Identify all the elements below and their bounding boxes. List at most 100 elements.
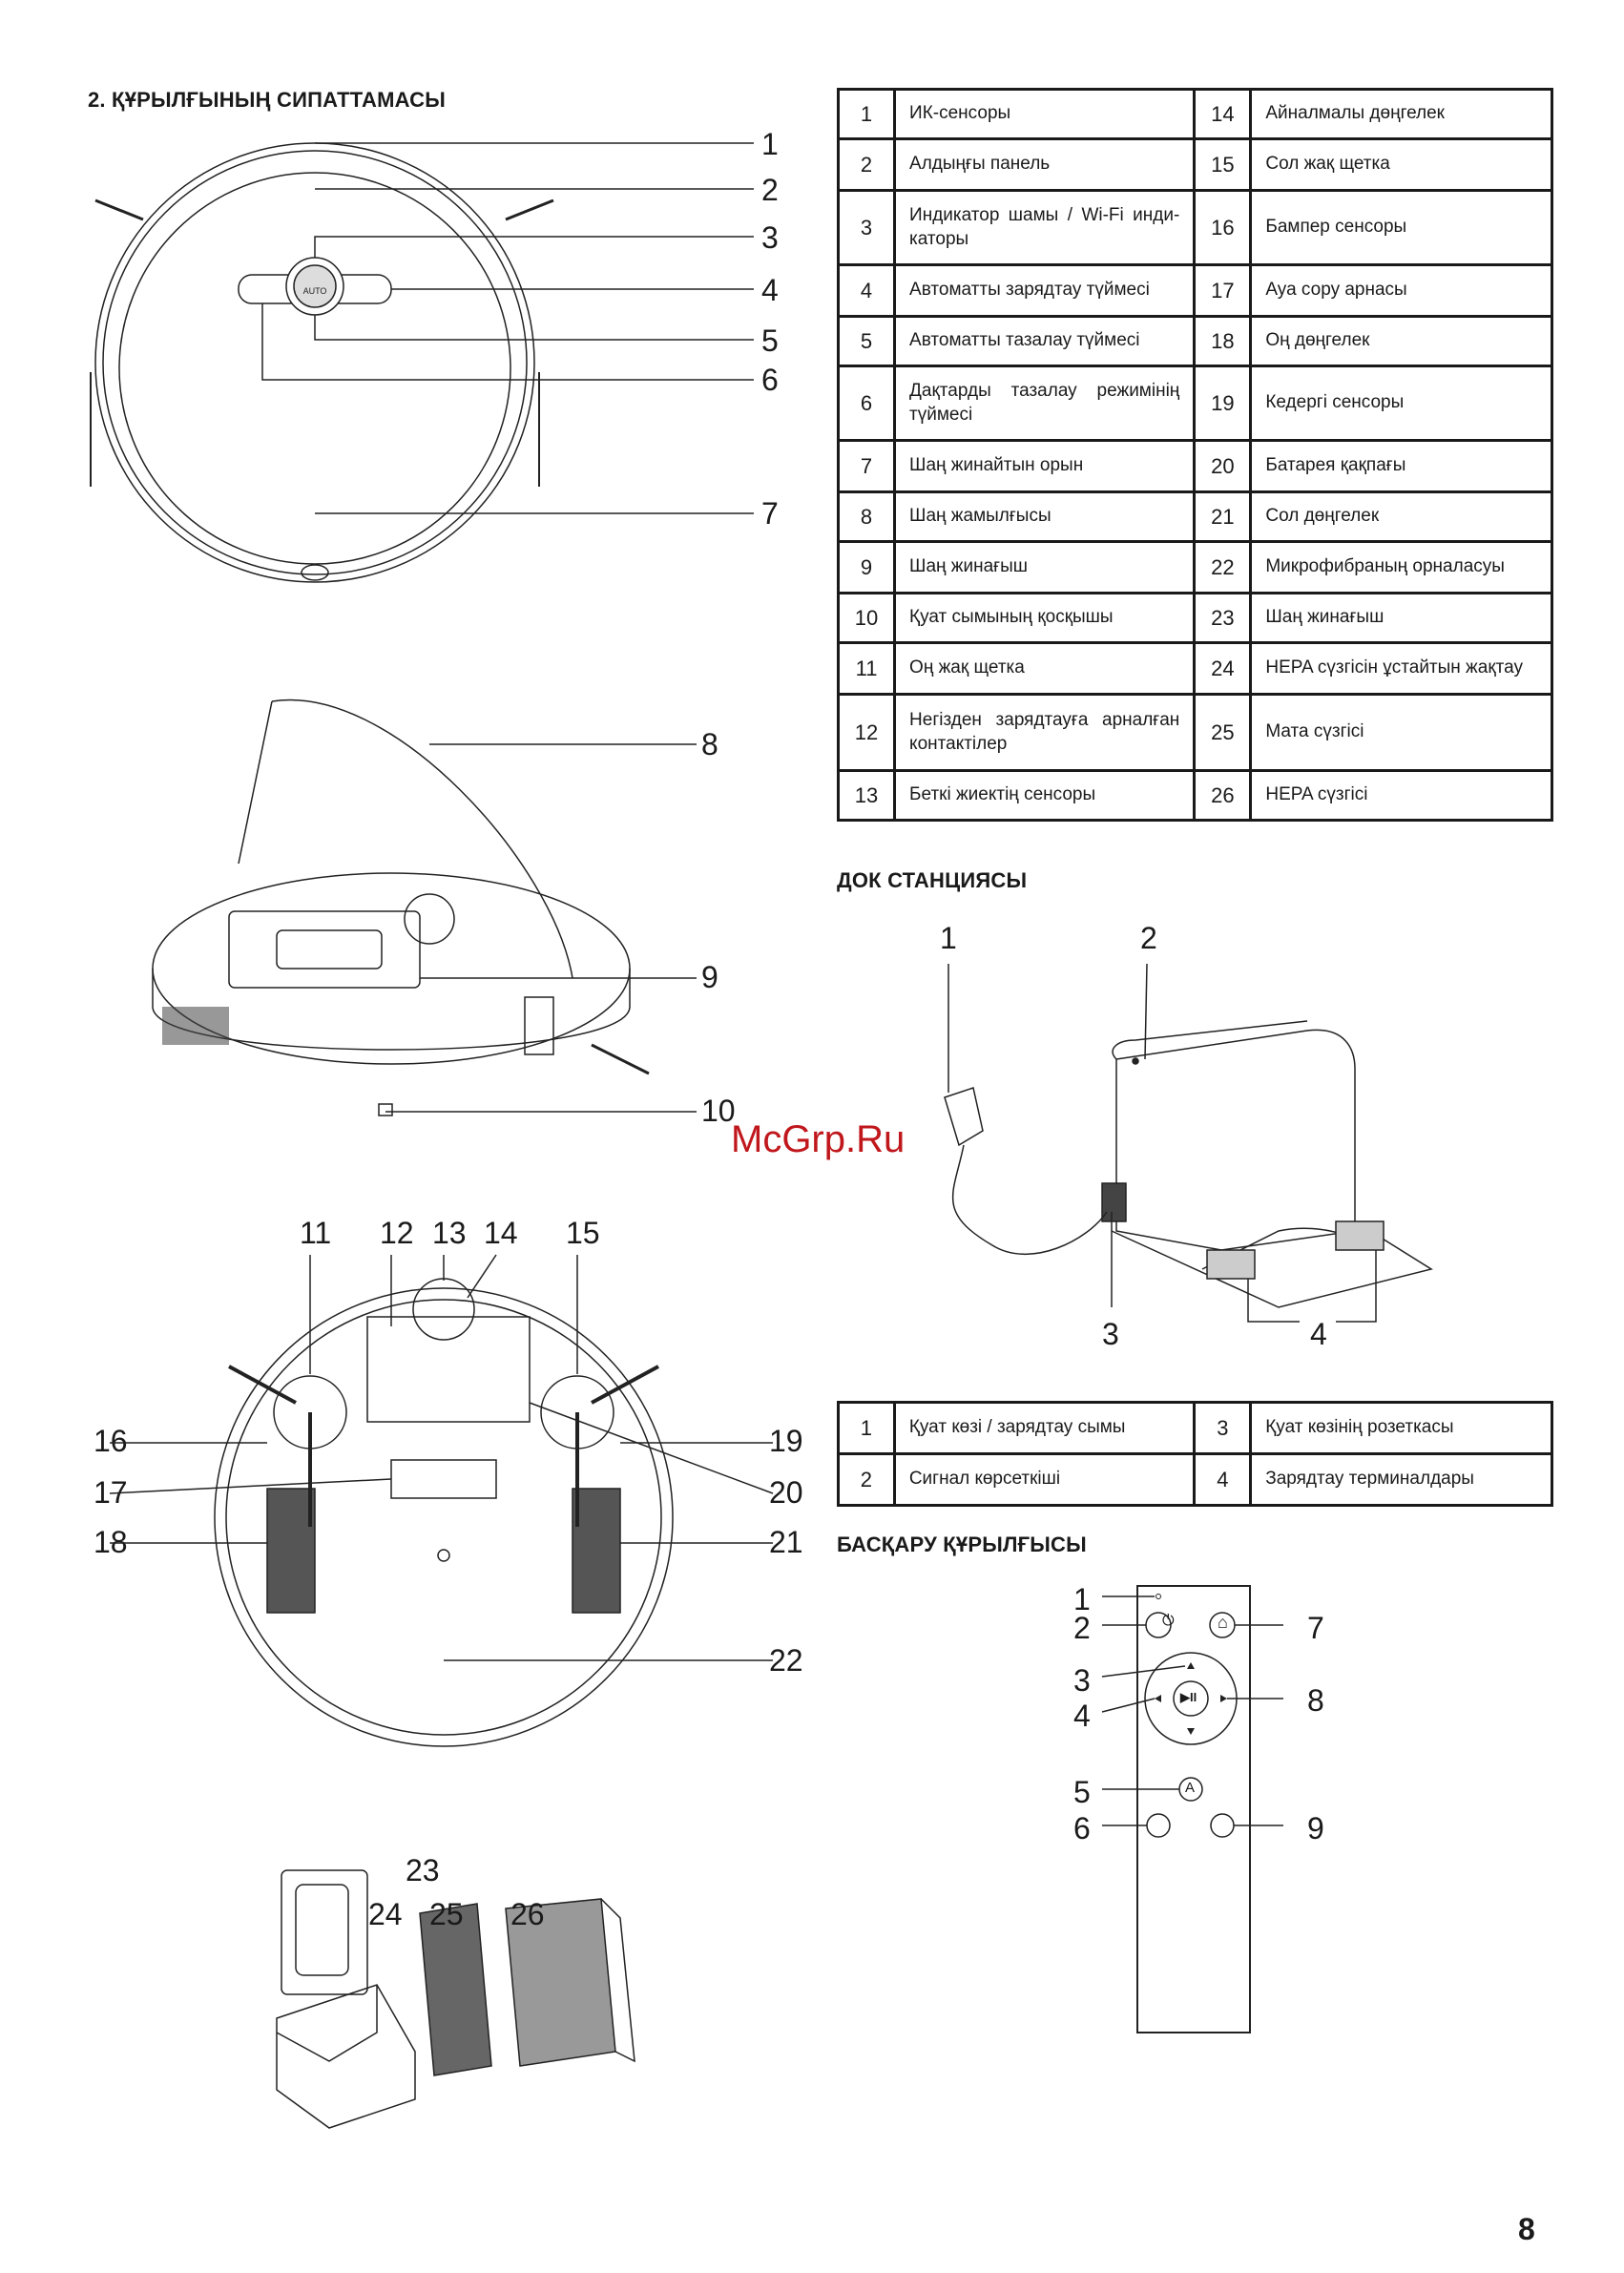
part-number-cell: 26: [1193, 769, 1253, 822]
callout-bottom-21: 21: [769, 1525, 803, 1559]
part-number-cell: 9: [836, 540, 897, 594]
part-number-cell: 1: [836, 88, 897, 140]
callout-top-2: 2: [761, 173, 779, 207]
part-name-cell: Беткі жиектің сенсоры: [893, 769, 1197, 822]
callout-dock-3: 3: [1102, 1317, 1119, 1351]
part-name-cell: Оң жақ щетка: [893, 641, 1197, 696]
part-number-cell: 3: [836, 189, 897, 266]
part-name-cell: Оң дөңгелек: [1249, 315, 1553, 367]
callout-dustbin-26: 26: [510, 1897, 545, 1931]
remote-auto-glyph: A: [1185, 1780, 1196, 1796]
part-name-cell: Шаң жинағыш: [1249, 592, 1553, 644]
remote-play-pause-icon: [1174, 1681, 1208, 1716]
section-heading-dock: ДОК СТАНЦИЯСЫ: [837, 868, 1028, 892]
callout-dustbin-23: 23: [406, 1853, 440, 1887]
part-name-cell: Сол дөңгелек: [1249, 490, 1553, 543]
part-number-cell: 20: [1193, 439, 1253, 493]
callout-bottom-12: 12: [380, 1216, 414, 1250]
part-number-cell: 18: [1193, 315, 1253, 367]
callout-bottom-11: 11: [300, 1216, 332, 1250]
callout-bottom-20: 20: [769, 1475, 803, 1510]
dustbin-filters-illustration: [272, 1861, 635, 2137]
callout-remote-9: 9: [1307, 1811, 1324, 1846]
callout-bottom-22: 22: [769, 1643, 803, 1678]
callout-lid-8: 8: [701, 727, 718, 761]
part-number-cell: 7: [836, 439, 897, 493]
callout-dustbin-25: 25: [429, 1897, 464, 1931]
part-name-cell: Дақтарды тазалау режимінің түймесі: [893, 365, 1197, 442]
remote-power-glyph: ⏻: [1162, 1613, 1175, 1629]
part-name-cell: ИК-сенсоры: [893, 88, 1197, 140]
part-number-cell: 2: [837, 1452, 896, 1507]
part-name-cell: Микрофибраның орналасуы: [1249, 540, 1553, 594]
part-number-cell: 13: [836, 769, 897, 822]
remote-play-glyph: ▶II: [1180, 1690, 1197, 1704]
callout-bottom-19: 19: [769, 1424, 803, 1458]
dock-station-illustration: [916, 964, 1450, 1326]
section-heading-device: 2. ҚҰРЫЛҒЫНЫҢ СИПАТТАМАСЫ: [88, 88, 446, 112]
callout-bottom-15: 15: [566, 1216, 600, 1250]
part-name-cell: Негізден зарядтауға арналған контактілер: [893, 693, 1197, 772]
part-name-cell: Шаң жинағыш: [893, 540, 1197, 594]
robot-top-view-illustration: AUTO: [86, 124, 563, 620]
callout-remote-3: 3: [1073, 1663, 1091, 1698]
callout-bottom-16: 16: [94, 1424, 128, 1458]
remote-control-illustration: [1135, 1584, 1250, 2033]
part-number-cell: 25: [1193, 693, 1253, 772]
callout-bottom-13: 13: [432, 1216, 467, 1250]
part-number-cell: 21: [1193, 490, 1253, 543]
section-heading-remote: БАСҚАРУ ҚҰРЫЛҒЫСЫ: [837, 1533, 1087, 1556]
part-number-cell: 5: [836, 315, 897, 367]
part-name-cell: Шаң жамылғысы: [893, 490, 1197, 543]
part-name-cell: Автоматты зарядтау түймесі: [893, 263, 1197, 318]
part-number-cell: 22: [1193, 540, 1253, 594]
callout-lid-10: 10: [701, 1094, 736, 1128]
part-number-cell: 4: [836, 263, 897, 318]
callout-remote-1: 1: [1073, 1582, 1091, 1616]
robot-auto-label: AUTO: [303, 286, 327, 296]
robot-bottom-view-illustration: [115, 1260, 773, 1775]
callout-remote-5: 5: [1073, 1775, 1091, 1809]
callout-dock-2: 2: [1140, 921, 1157, 955]
part-name-cell: HEPA сүзгісі: [1249, 769, 1553, 822]
part-name-cell: Зарядтау терминалдары: [1249, 1452, 1553, 1507]
callout-remote-8: 8: [1307, 1683, 1324, 1718]
callout-top-4: 4: [761, 273, 779, 307]
part-name-cell: Бампер сенсоры: [1249, 189, 1553, 266]
part-name-cell: Қуат сымының қосқышы: [893, 592, 1197, 644]
part-name-cell: Мата сүзгісі: [1249, 693, 1553, 772]
callout-remote-6: 6: [1073, 1811, 1091, 1846]
part-number-cell: 6: [836, 365, 897, 442]
part-number-cell: 23: [1193, 592, 1253, 644]
callout-top-6: 6: [761, 363, 779, 397]
page-number: 8: [1518, 2212, 1535, 2246]
part-number-cell: 16: [1193, 189, 1253, 266]
part-name-cell: Қуат көзі / зарядтау сымы: [892, 1401, 1197, 1455]
callout-dock-1: 1: [940, 921, 957, 955]
part-name-cell: Қуат көзінің розеткасы: [1249, 1401, 1553, 1455]
part-number-cell: 24: [1193, 641, 1253, 696]
part-name-cell: Айналмалы дөңгелек: [1249, 88, 1553, 140]
part-name-cell: Сигнал көрсеткіші: [892, 1452, 1197, 1507]
part-name-cell: Индикатор шамы / Wi-Fi инди-каторы: [893, 189, 1197, 266]
part-number-cell: 2: [836, 137, 897, 192]
part-name-cell: Сол жақ щетка: [1249, 137, 1553, 192]
robot-open-lid-illustration: [143, 692, 658, 1140]
callout-top-1: 1: [761, 127, 779, 161]
callout-top-5: 5: [761, 323, 779, 358]
part-name-cell: Автоматты тазалау түймесі: [893, 315, 1197, 367]
callout-top-3: 3: [761, 220, 779, 255]
part-number-cell: 4: [1193, 1452, 1253, 1507]
